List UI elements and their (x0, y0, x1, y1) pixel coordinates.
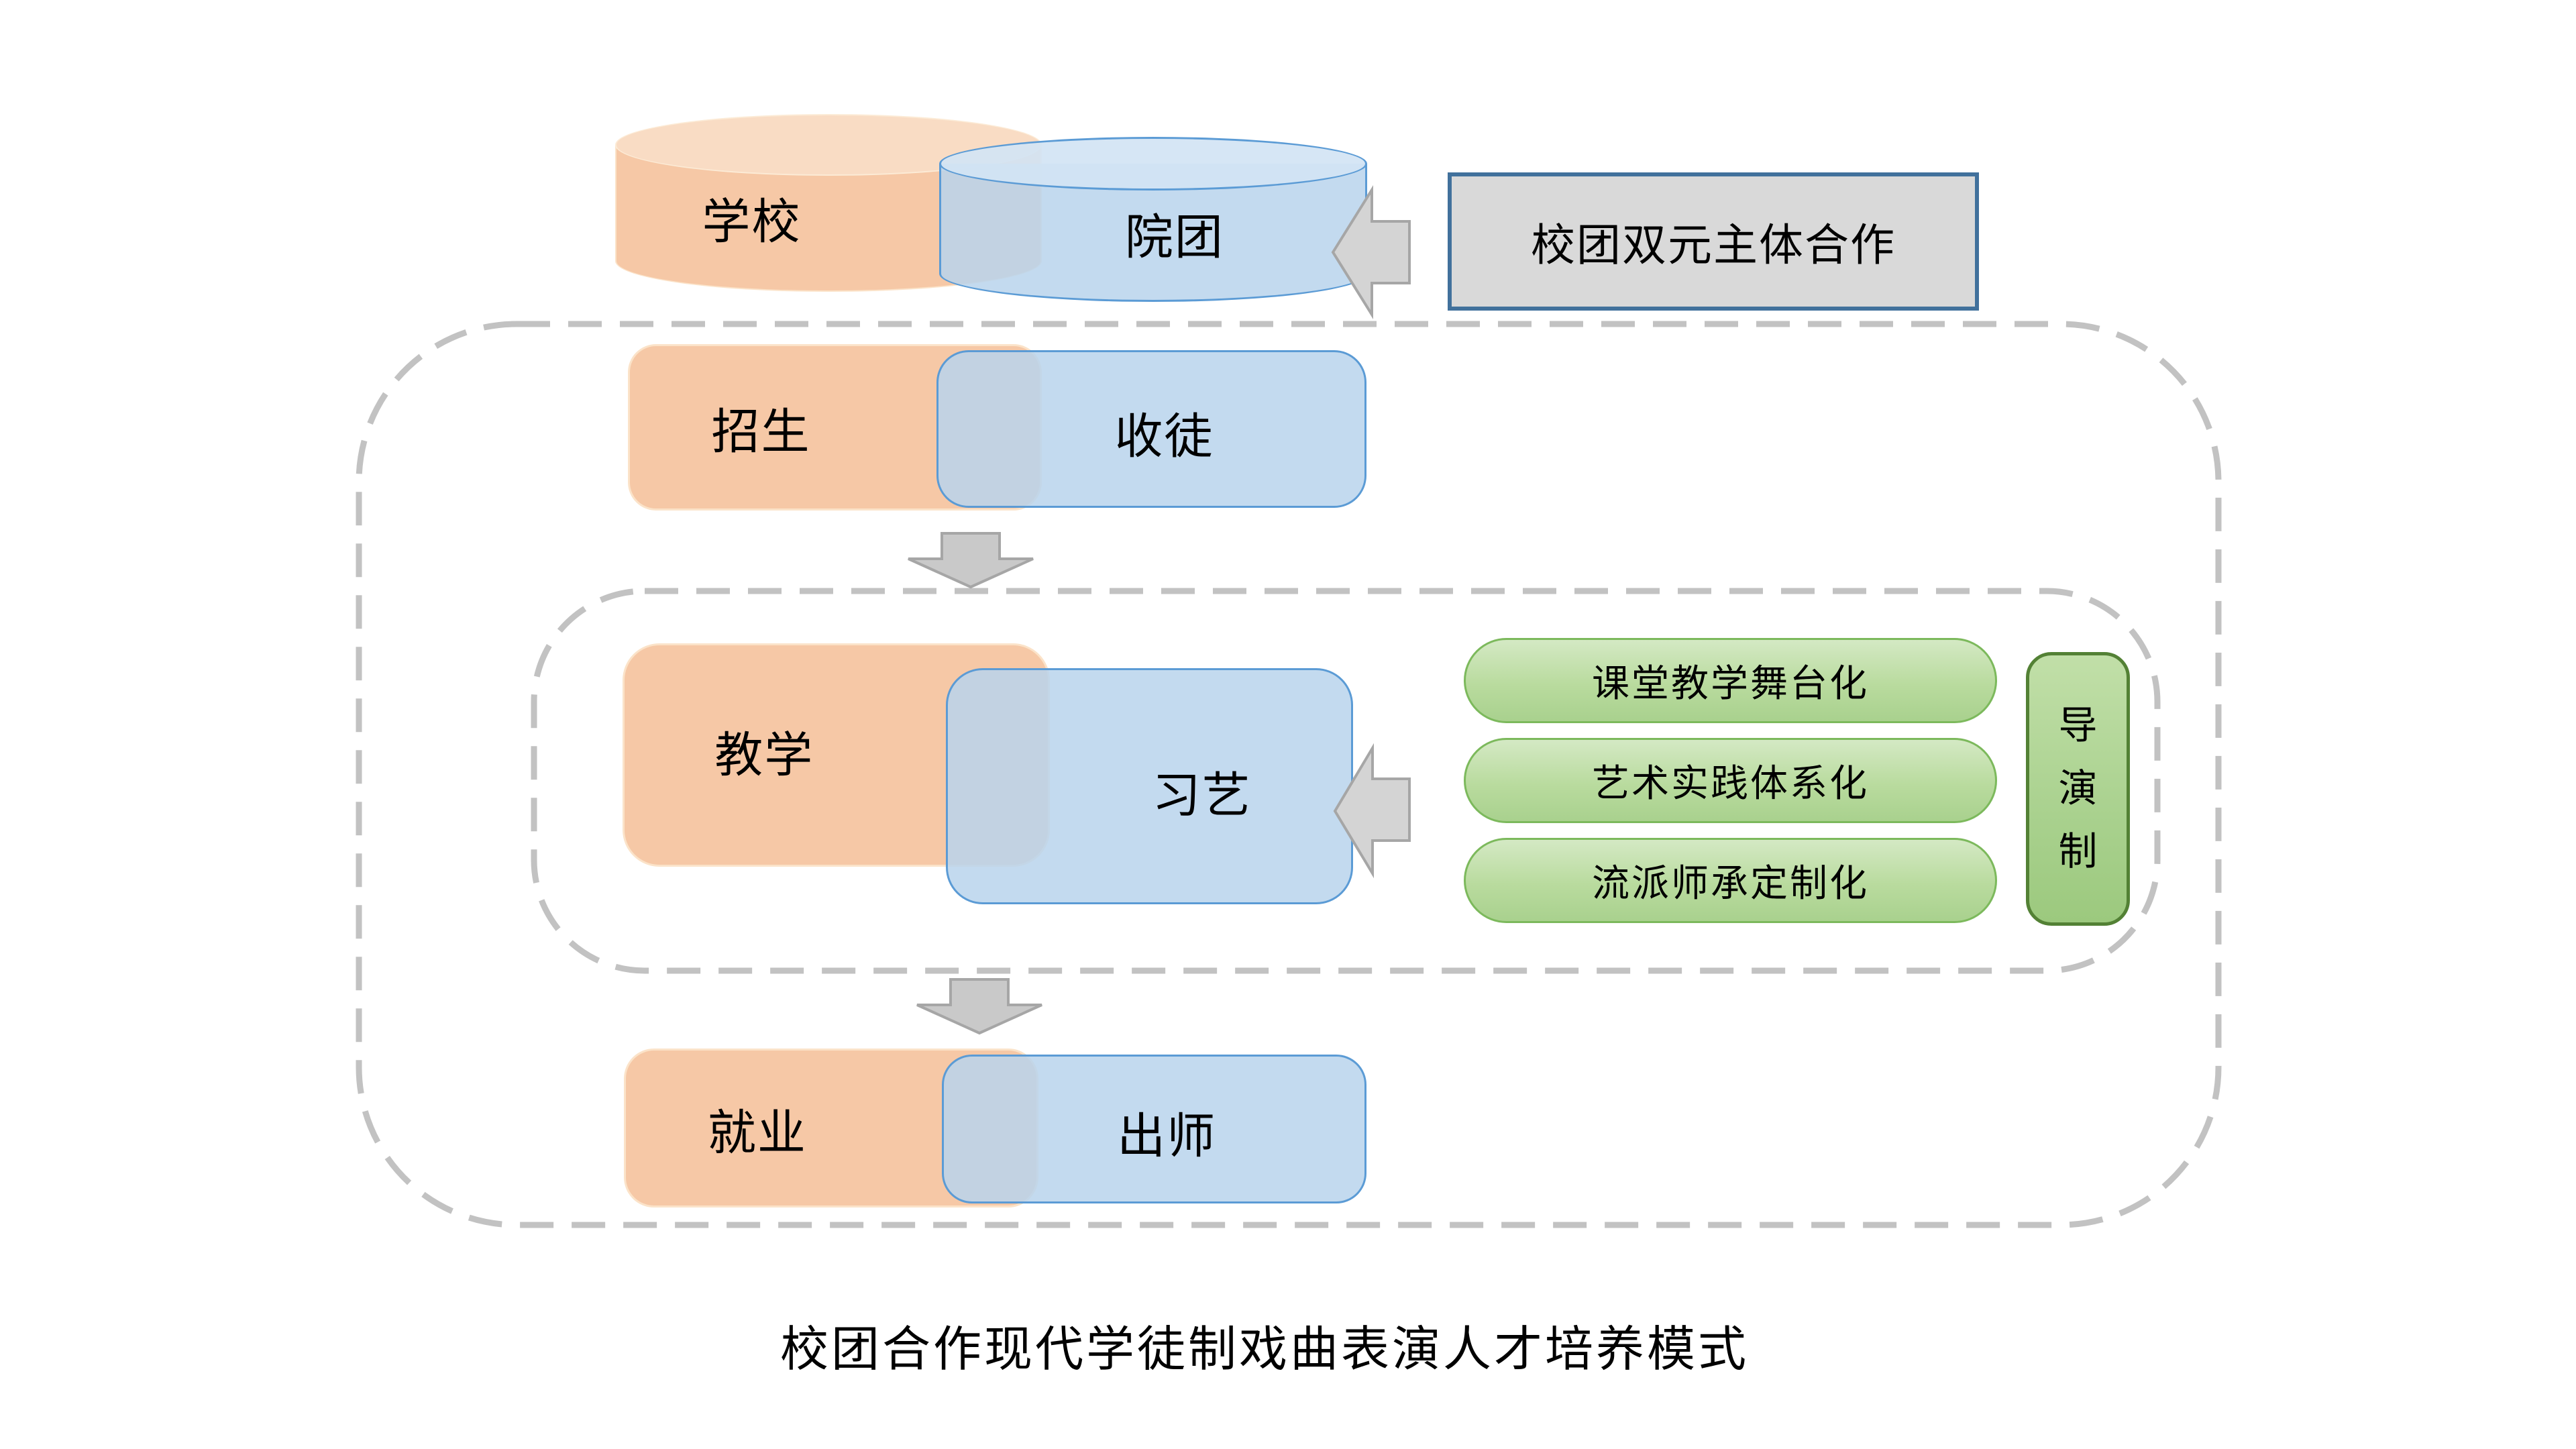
enroll-troupe-box: 收徒 (936, 350, 1366, 508)
teaching-feature-label: 流派师承定制化 (1592, 862, 1869, 904)
cooperation-box: 校团双元主体合作 (1448, 172, 1979, 311)
employ-school-label: 就业 (707, 1106, 807, 1160)
teaching-feature-pill: 课堂教学舞台化 (1464, 638, 1997, 723)
director-system-char: 导 (2058, 704, 2098, 747)
cooperation-box-label: 校团双元主体合作 (1531, 220, 1896, 270)
diagram-caption: 校团合作现代学徒制戏曲表演人才培养模式 (780, 1323, 1749, 1377)
enroll-school-label: 招生 (711, 405, 811, 460)
director-system-char: 制 (2058, 830, 2098, 873)
training-left-arrow-icon (1333, 743, 1411, 879)
teach-troupe-box: 习艺 (946, 668, 1353, 904)
troupe-cylinder-top (939, 137, 1367, 191)
flow-down-arrow-icon (908, 532, 1034, 589)
outer-dashed-boundary (356, 321, 2222, 1228)
director-system-box: 导 演 制 (2026, 652, 2130, 926)
school-cylinder-label: 学校 (702, 195, 802, 250)
troupe-cylinder-label: 院团 (1124, 211, 1224, 265)
director-system-char: 演 (2058, 767, 2098, 810)
teach-troupe-label: 习艺 (1152, 769, 1252, 823)
troupe-cylinder: 院团 (939, 137, 1367, 302)
cooperation-left-arrow-icon (1331, 185, 1411, 319)
teaching-feature-label: 艺术实践体系化 (1592, 762, 1869, 804)
teaching-feature-pill: 艺术实践体系化 (1464, 738, 1997, 823)
employ-troupe-label: 出师 (1117, 1110, 1217, 1164)
inner-dashed-boundary (531, 588, 2161, 974)
enroll-troupe-label: 收徒 (1114, 410, 1214, 464)
teaching-feature-label: 课堂教学舞台化 (1592, 662, 1869, 704)
employ-troupe-box: 出师 (942, 1055, 1366, 1203)
teach-school-label: 教学 (714, 729, 814, 783)
troupe-cylinder-body (939, 164, 1367, 302)
teaching-feature-pill: 流派师承定制化 (1464, 838, 1997, 923)
flow-down-arrow-icon (916, 978, 1042, 1035)
